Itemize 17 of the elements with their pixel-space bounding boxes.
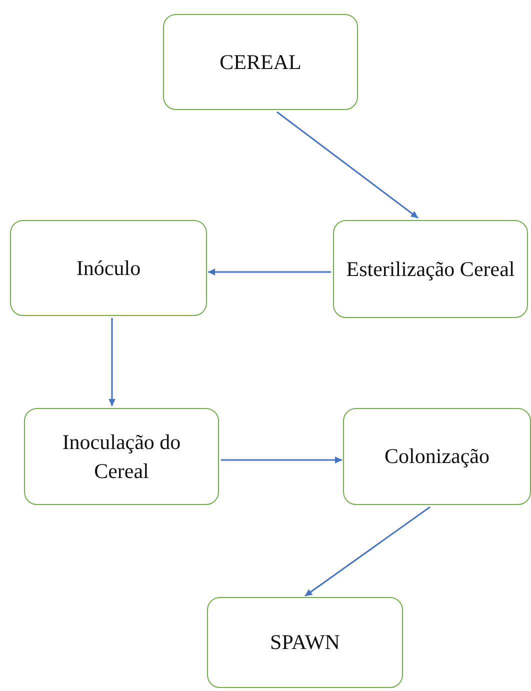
process-box — [343, 408, 531, 505]
process-box — [24, 408, 219, 505]
arrow — [108, 318, 116, 406]
process-box — [333, 220, 528, 318]
arrow — [276, 111, 418, 219]
node-label: Esterilização Cereal — [345, 256, 516, 283]
arrow — [221, 456, 342, 464]
node-label: Inóculo — [75, 254, 142, 282]
node-label: Colonização — [384, 443, 490, 470]
node-label: CEREAL — [218, 48, 302, 76]
arrow — [208, 268, 331, 276]
node-label: Inoculação do Cereal — [61, 429, 182, 484]
arrow — [304, 506, 430, 597]
process-box — [207, 597, 403, 688]
process-box — [163, 14, 358, 110]
node-label: SPAWN — [269, 629, 341, 656]
process-box — [10, 220, 207, 316]
